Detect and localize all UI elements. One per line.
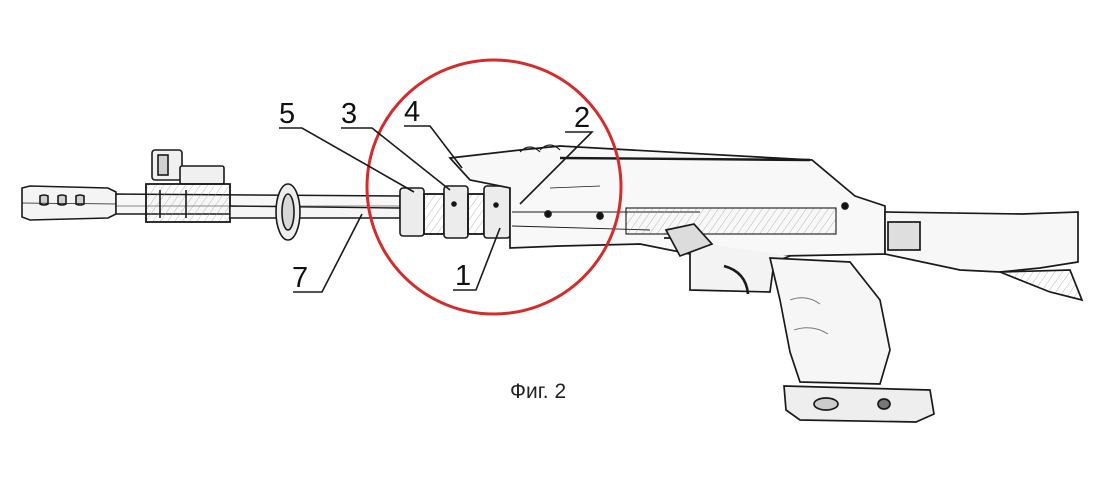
figure-caption: Фиг. 2 — [510, 380, 567, 403]
label-part-7: 7 — [292, 262, 309, 294]
label-part-3: 3 — [341, 98, 358, 130]
label-part-4: 4 — [404, 96, 421, 128]
clamp-rings — [399, 185, 511, 239]
label-part-2: 2 — [574, 102, 591, 134]
magazine-pad — [783, 385, 935, 423]
pistol-grip — [768, 257, 891, 385]
highlight-circle — [365, 58, 623, 316]
label-part-1: 1 — [455, 260, 472, 292]
front-sight — [145, 149, 231, 223]
bayonet-ring — [275, 183, 301, 241]
muzzle-brake — [21, 185, 117, 221]
trigger-assembly — [664, 223, 791, 295]
label-part-5: 5 — [279, 98, 296, 130]
receiver — [448, 144, 886, 257]
leader-lines — [279, 125, 594, 293]
stock — [884, 211, 1084, 302]
gas-tube — [229, 205, 401, 219]
